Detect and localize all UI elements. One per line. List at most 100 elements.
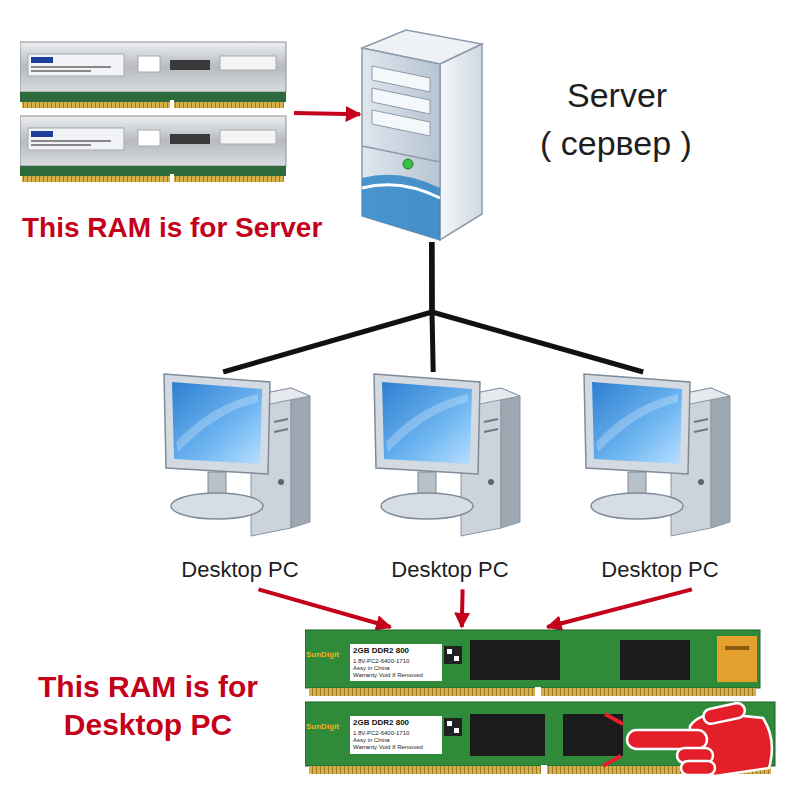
svg-rect-part — [20, 42, 286, 92]
svg-rect-part — [31, 131, 53, 137]
svg-circle-part — [488, 479, 494, 485]
svg-polygon-part — [440, 44, 482, 240]
module-spec: 2GB DDR2 800 — [353, 647, 409, 655]
desktop-pc-icon — [156, 372, 316, 557]
svg-circle-part — [278, 479, 284, 485]
svg-polygon-part — [372, 88, 430, 114]
svg-line-part — [274, 429, 288, 432]
svg-polygon-part — [372, 110, 430, 136]
svg-line-part — [694, 429, 708, 432]
svg-rect-part — [454, 728, 459, 733]
svg-rect-part — [541, 765, 547, 775]
svg-rect-part — [31, 144, 91, 146]
caption-text: This RAM is for Desktop PC — [23, 668, 273, 743]
svg-ellipse-part — [591, 493, 683, 519]
svg-rect-part — [350, 716, 442, 754]
svg-rect-part — [563, 714, 623, 756]
desktop-pc: Desktop PC — [366, 372, 534, 583]
svg-rect-part — [444, 718, 462, 736]
svg-ellipse-part — [381, 493, 473, 519]
brand-logo: SunDigit — [306, 723, 339, 731]
text-slot: ( сервер ) — [540, 122, 692, 165]
svg-rect-part — [170, 174, 174, 183]
svg-rect-part — [681, 761, 715, 775]
pointing-hand — [603, 702, 772, 776]
brand-logo: SunDigit — [306, 651, 339, 659]
svg-rect-part — [170, 60, 210, 70]
svg-rect-part — [470, 640, 560, 680]
desktop-pc-icon — [366, 372, 526, 557]
svg-rect-part — [305, 630, 760, 688]
svg-polygon-part — [362, 48, 440, 240]
module-spec: 2GB DDR2 800 — [353, 719, 409, 727]
svg-polygon-part — [374, 374, 480, 474]
svg-line-part — [603, 756, 621, 766]
server-ram-stick — [20, 42, 286, 109]
svg-rect-part — [350, 644, 442, 681]
svg-rect-part — [28, 128, 124, 150]
svg-polygon-part — [711, 388, 730, 528]
svg-rect-part — [138, 130, 160, 146]
svg-line-part — [694, 419, 708, 422]
module-spec: 1.8V-PC2-6400-1710 — [353, 658, 409, 664]
text-slot: Server — [567, 74, 667, 117]
svg-polygon-part — [172, 382, 262, 464]
svg-circle-part — [403, 159, 413, 169]
svg-polygon-part — [291, 388, 310, 528]
svg-rect-part — [20, 92, 286, 102]
connector-line — [294, 113, 360, 114]
svg-path-part — [176, 394, 258, 452]
module-note: Warranty Void If Removed — [353, 672, 423, 678]
desktop-pc-icon — [576, 372, 736, 557]
svg-polygon-part — [382, 382, 472, 464]
server-tower: Server( сервер ) — [360, 18, 486, 242]
svg-rect-part — [305, 702, 775, 766]
svg-path-part — [386, 394, 468, 452]
connector-line — [259, 589, 391, 627]
svg-rect-part — [725, 646, 749, 650]
svg-rect-part — [717, 636, 757, 682]
node-label: Desktop PC — [156, 557, 324, 583]
desktop-pc: Desktop PC — [156, 372, 324, 583]
svg-rect-part — [31, 140, 111, 142]
server-ram: This RAM is for Server — [20, 38, 288, 188]
connector-line — [223, 242, 432, 372]
svg-rect-part — [28, 54, 124, 76]
svg-polygon-part — [164, 374, 270, 474]
svg-rect-part — [20, 116, 286, 166]
text-slot: This RAM is for Desktop PC — [23, 668, 273, 743]
svg-rect-part — [22, 176, 284, 182]
svg-rect-part — [447, 649, 452, 654]
svg-rect-part — [220, 56, 276, 70]
svg-ellipse-part — [171, 493, 263, 519]
svg-rect-part — [454, 656, 459, 661]
node-label: Desktop PC — [576, 557, 744, 583]
node-title: Server — [567, 74, 667, 117]
svg-rect-part — [170, 100, 174, 109]
svg-line-part — [362, 146, 440, 162]
svg-rect-part — [31, 57, 53, 63]
svg-polygon-part — [592, 382, 682, 464]
text-slot: This RAM is for Server — [22, 210, 322, 245]
svg-rect-part — [309, 688, 756, 696]
svg-rect-part — [22, 102, 284, 108]
module-note: Assy in China — [353, 665, 390, 671]
server-ram-stick — [20, 116, 286, 183]
svg-rect-part — [220, 130, 276, 144]
svg-rect-part — [31, 70, 91, 72]
svg-line-part — [274, 419, 288, 422]
svg-rect-part — [470, 714, 545, 756]
svg-rect-part — [31, 66, 111, 68]
module-note: Warranty Void If Removed — [353, 744, 423, 750]
svg-rect-part — [444, 646, 462, 664]
svg-rect-part — [702, 702, 746, 725]
svg-rect-part — [620, 640, 690, 680]
node-subtitle: ( сервер ) — [540, 122, 692, 165]
svg-circle-part — [698, 479, 704, 485]
svg-path-part — [362, 175, 440, 240]
module-spec: 1.8V-PC2-6400-1710 — [353, 730, 409, 736]
svg-rect-part — [138, 56, 160, 72]
svg-rect-part — [627, 730, 707, 749]
